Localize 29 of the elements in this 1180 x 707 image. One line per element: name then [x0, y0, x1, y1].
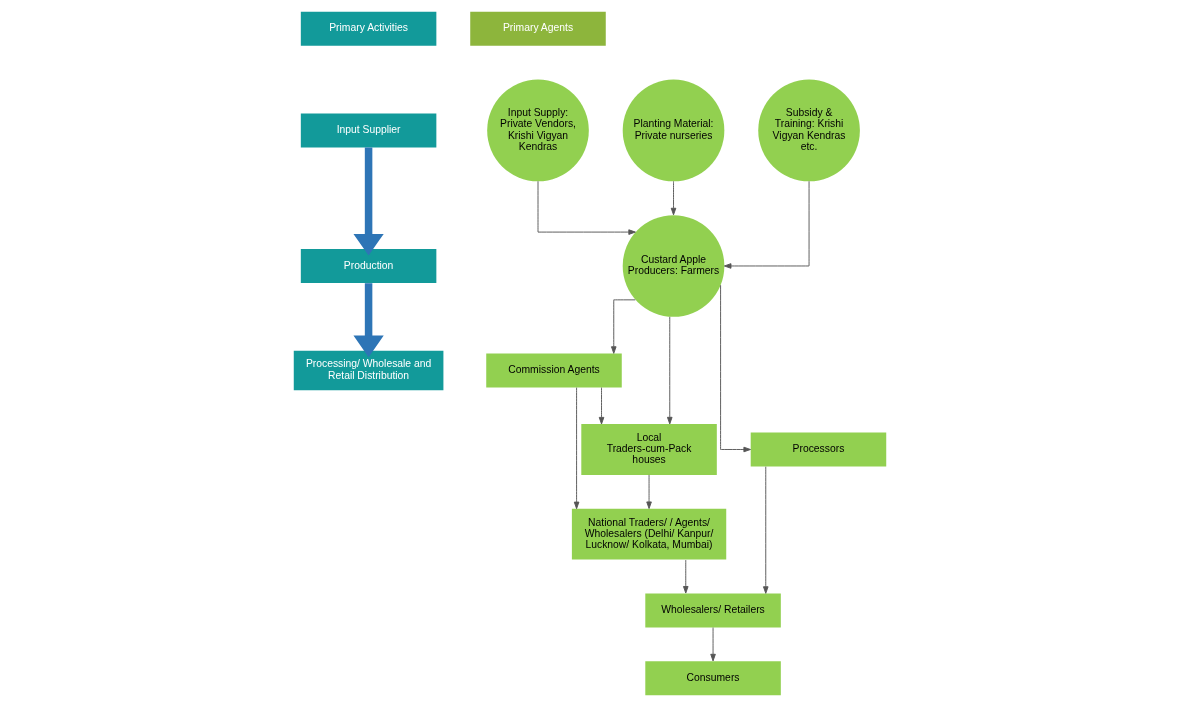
- node-box: Commission Agents: [486, 353, 622, 388]
- node-box: Primary Activities: [300, 11, 437, 46]
- node-box: National Traders/ / Agents/ Wholesalers (Delhi/ Kanpur/ Lucknow/ Kolkata, Mumbai): [571, 508, 727, 560]
- node-box: Input Supplier: [300, 113, 437, 148]
- node-box: Production: [300, 249, 437, 283]
- arrow: [598, 387, 605, 425]
- node-circle: Subsidy & Training: Krishi Vigyan Kendras etc.: [758, 79, 860, 182]
- arrow: [573, 387, 580, 510]
- arrow: [670, 180, 677, 216]
- node-box: Primary Agents: [470, 11, 606, 46]
- node-circle: Custard Apple Producers: Farmers: [622, 215, 725, 317]
- arrow: [763, 466, 769, 594]
- node-circle: Planting Material: Private nurseries: [622, 79, 725, 182]
- arrow: [611, 299, 636, 354]
- arrow: [667, 316, 673, 425]
- node-circle: Input Supply: Private Vendors, Krishi Vigyan Kendras: [487, 79, 589, 182]
- arrow: [683, 559, 689, 594]
- arrow: [710, 627, 716, 662]
- arrow: [646, 474, 652, 509]
- node-box: Local Traders-cum-Pack houses: [581, 424, 717, 475]
- arrow: [353, 147, 384, 256]
- node-box: Consumers: [645, 661, 781, 696]
- arrow: [723, 180, 810, 269]
- node-box: Processors: [750, 432, 887, 467]
- arrow: [720, 284, 751, 453]
- node-box: Processing/ Wholesale and Retail Distribution: [293, 350, 444, 391]
- arrow: [353, 283, 384, 358]
- node-box: Wholesalers/ Retailers: [645, 593, 781, 628]
- arrow: [537, 180, 636, 235]
